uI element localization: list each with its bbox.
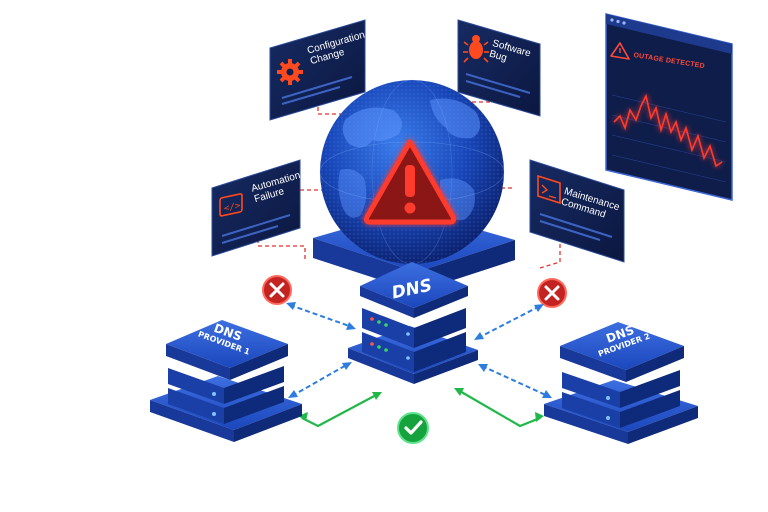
blue-arrowheads — [286, 302, 552, 398]
failed-x-icon-right — [537, 278, 567, 308]
failed-x-icon-left — [262, 275, 292, 305]
panel-maintenance-command — [529, 159, 625, 263]
panel-software-bug — [457, 19, 541, 117]
panel-configuration-change — [269, 19, 366, 121]
code-icon: </> — [219, 193, 243, 217]
central-dns-server — [348, 262, 478, 384]
dns-provider-2-server — [544, 322, 698, 444]
panel-automation-failure: </> — [211, 159, 301, 257]
terminal-icon — [537, 174, 561, 205]
blue-dashed-links — [289, 304, 549, 397]
outage-spike-line — [613, 93, 723, 168]
outage-monitor-window — [605, 13, 733, 201]
green-arrowheads — [298, 388, 544, 422]
alert-triangle-icon — [610, 42, 630, 60]
gear-icon — [277, 59, 303, 85]
dns-provider-1-server — [150, 320, 302, 442]
warning-triangle-icon — [363, 139, 457, 225]
green-healthy-links — [301, 389, 541, 428]
bug-icon — [463, 35, 489, 63]
svg-text:</>: </> — [224, 201, 241, 214]
check-icon — [397, 412, 429, 444]
